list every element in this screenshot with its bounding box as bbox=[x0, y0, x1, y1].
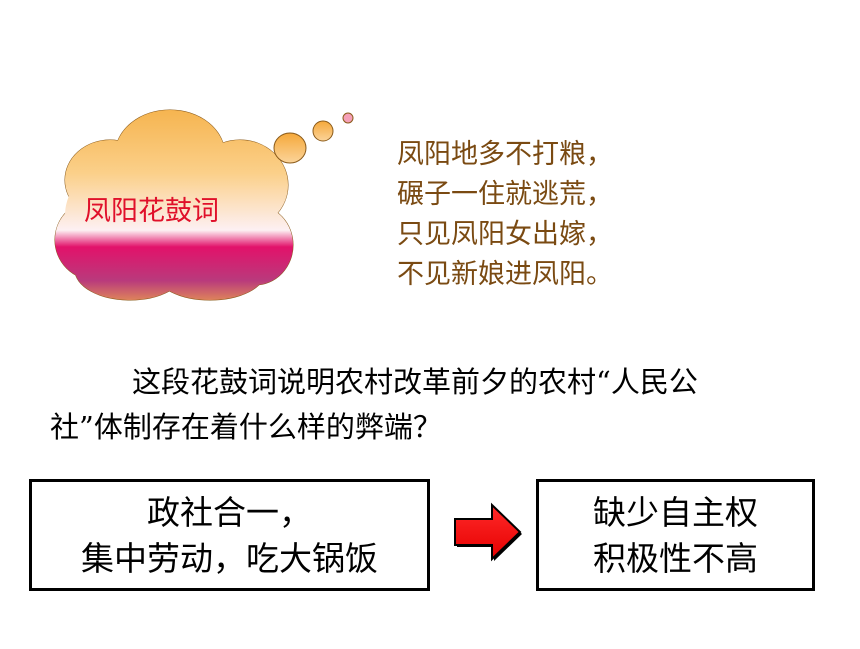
cause-box: 政社合一， 集中劳动，吃大锅饭 bbox=[29, 479, 430, 591]
poem-line: 凤阳地多不打粮， bbox=[397, 139, 613, 170]
poem-text: 凤阳地多不打粮， 碾子一住就逃荒， 只见凤阳女出嫁， 不见新娘进凤阳。 bbox=[397, 135, 613, 295]
cause-line-2: 集中劳动，吃大锅饭 bbox=[81, 539, 378, 578]
question-line-2: 社”体制存在着什么样的弊端？ bbox=[50, 410, 442, 444]
effect-box: 缺少自主权 积极性不高 bbox=[536, 479, 815, 591]
cause-line-1: 政社合一， bbox=[147, 493, 312, 532]
thought-bubble-large bbox=[273, 132, 307, 164]
poem-line: 只见凤阳女出嫁， bbox=[397, 219, 613, 250]
question-paragraph: 这段花鼓词说明农村改革前夕的农村“人民公 社”体制存在着什么样的弊端？ bbox=[50, 360, 820, 450]
question-line-1: 这段花鼓词说明农村改革前夕的农村“人民公 bbox=[132, 365, 698, 399]
poem-line: 碾子一住就逃荒， bbox=[397, 179, 613, 210]
poem-line: 不见新娘进凤阳。 bbox=[397, 259, 613, 290]
thought-bubble-medium bbox=[312, 120, 334, 142]
effect-line-1: 缺少自主权 bbox=[593, 493, 758, 532]
effect-line-2: 积极性不高 bbox=[593, 539, 758, 578]
right-arrow-icon bbox=[454, 502, 522, 562]
cloud-title: 凤阳花鼓词 bbox=[84, 196, 219, 227]
thought-bubble-small bbox=[342, 112, 354, 124]
